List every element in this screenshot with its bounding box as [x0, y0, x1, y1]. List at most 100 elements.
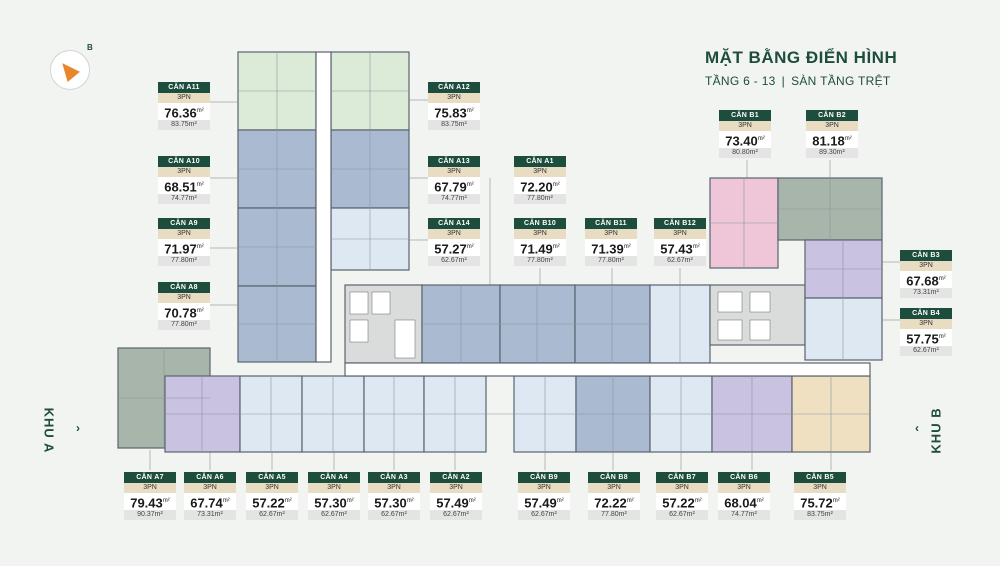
unit-area-suffix: m²: [222, 498, 230, 504]
compass-arrow-icon: [56, 57, 80, 83]
unit-bedrooms: 3PN: [656, 483, 708, 493]
unit-gross-area: 62.67m²: [308, 510, 360, 520]
unit-bedrooms: 3PN: [806, 121, 858, 131]
unit-bedrooms: 3PN: [654, 229, 706, 239]
unit-name: CĂN B10: [514, 218, 566, 229]
unit-area-value: 57.27: [434, 241, 467, 257]
unit-area: 68.51m²: [158, 177, 210, 194]
unit-area-suffix: m²: [346, 498, 354, 504]
unit-area: 57.30m²: [308, 493, 360, 510]
unit-area-suffix: m²: [466, 108, 474, 114]
unit-area-suffix: m²: [556, 498, 564, 504]
unit-area-value: 79.43: [130, 495, 163, 511]
unit-area-value: 75.72: [800, 495, 833, 511]
unit-area-suffix: m²: [757, 136, 765, 142]
unit-name: CĂN A11: [158, 82, 210, 93]
unit-gross-area: 83.75m²: [158, 120, 210, 130]
unit-area-value: 57.22: [252, 495, 285, 511]
unit-area-suffix: m²: [196, 308, 204, 314]
unit-name: CĂN B9: [518, 472, 570, 483]
unit-area: 71.49m²: [514, 239, 566, 256]
ground-label: SÀN TẦNG TRỆT: [791, 74, 891, 88]
unit-bedrooms: 3PN: [518, 483, 570, 493]
unit-gross-area: 62.67m²: [430, 510, 482, 520]
unit-bedrooms: 3PN: [514, 229, 566, 239]
unit-area-suffix: m²: [552, 182, 560, 188]
unit-name: CĂN A5: [246, 472, 298, 483]
compass-label: B: [87, 43, 93, 52]
unit-area: 72.20m²: [514, 177, 566, 194]
unit-name: CĂN A3: [368, 472, 420, 483]
unit-bedrooms: 3PN: [428, 93, 480, 103]
unit-name: CĂN A14: [428, 218, 480, 229]
unit-bedrooms: 3PN: [158, 93, 210, 103]
unit-bedrooms: 3PN: [588, 483, 640, 493]
unit-area: 57.49m²: [518, 493, 570, 510]
unit-area: 71.97m²: [158, 239, 210, 256]
unit-gross-area: 62.67m²: [900, 346, 952, 356]
unit-gross-area: 73.31m²: [900, 288, 952, 298]
unit-area-suffix: m²: [196, 182, 204, 188]
unit-gross-area: 62.67m²: [518, 510, 570, 520]
unit-bedrooms: 3PN: [428, 167, 480, 177]
unit-area-value: 57.22: [662, 495, 695, 511]
unit-area-value: 57.30: [374, 495, 407, 511]
unit-area-suffix: m²: [844, 136, 852, 142]
unit-bedrooms: 3PN: [900, 319, 952, 329]
unit-bedrooms: 3PN: [719, 121, 771, 131]
unit-area: 57.22m²: [656, 493, 708, 510]
unit-gross-area: 77.80m²: [514, 194, 566, 204]
chevron-left-icon: ‹: [915, 421, 920, 435]
unit-area-suffix: m²: [406, 498, 414, 504]
unit-name: CĂN B5: [794, 472, 846, 483]
unit-name: CĂN B2: [806, 110, 858, 121]
unit-area-value: 71.49: [520, 241, 553, 257]
unit-area-suffix: m²: [694, 498, 702, 504]
unit-area-value: 72.20: [520, 179, 553, 195]
unit-area-suffix: m²: [938, 276, 946, 282]
unit-gross-area: 74.77m²: [428, 194, 480, 204]
unit-name: CĂN A13: [428, 156, 480, 167]
unit-area-suffix: m²: [468, 498, 476, 504]
unit-area-suffix: m²: [623, 244, 631, 250]
unit-area-suffix: m²: [196, 244, 204, 250]
unit-gross-area: 83.75m²: [794, 510, 846, 520]
unit-area-suffix: m²: [938, 334, 946, 340]
unit-area-suffix: m²: [626, 498, 634, 504]
compass: B: [50, 43, 93, 90]
unit-gross-area: 77.80m²: [158, 256, 210, 266]
unit-area: 70.78m²: [158, 303, 210, 320]
unit-area-value: 73.40: [725, 133, 758, 149]
unit-area: 73.40m²: [719, 131, 771, 148]
unit-area-value: 68.51: [164, 179, 197, 195]
unit-gross-area: 62.67m²: [656, 510, 708, 520]
unit-block-b4[interactable]: [804, 297, 883, 361]
unit-name: CĂN A2: [430, 472, 482, 483]
